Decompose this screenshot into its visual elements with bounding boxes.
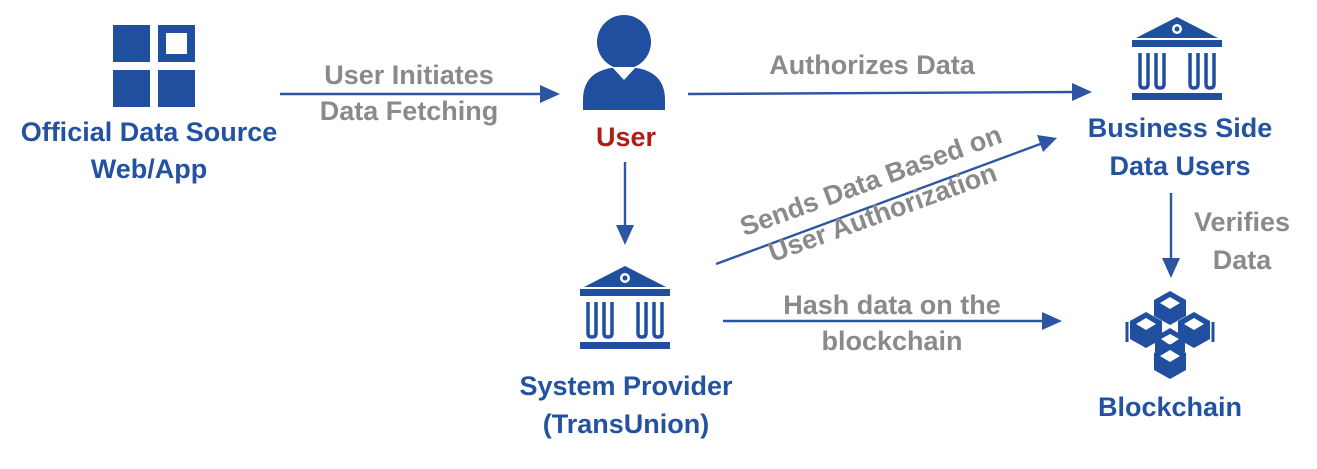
business-label-line1: Business Side <box>1088 113 1273 143</box>
initiates-label-line2: Data Fetching <box>320 96 499 126</box>
initiates-label-line1: User Initiates <box>324 60 494 90</box>
verifies-label-line1: Verifies <box>1194 207 1290 237</box>
user-label: User <box>596 122 657 152</box>
hash-arrowhead <box>1042 312 1062 330</box>
blockchain-cubes-icon <box>1125 291 1215 379</box>
user-person-icon <box>583 15 665 110</box>
verifies-arrowhead <box>1162 258 1180 278</box>
official-source-label-line2: Web/App <box>91 154 208 184</box>
hash-label-line1: Hash data on the <box>783 290 1001 320</box>
authorizes-label: Authorizes Data <box>769 50 976 80</box>
business-label-line2: Data Users <box>1109 151 1250 181</box>
initiates-arrowhead <box>540 85 560 103</box>
bank-building-icon <box>580 266 670 349</box>
official-source-label-line1: Official Data Source <box>21 117 278 147</box>
provider-label-line1: System Provider <box>519 371 733 401</box>
blockchain-label: Blockchain <box>1098 392 1242 422</box>
hash-label-line2: blockchain <box>821 326 962 356</box>
authorizes-arrowhead <box>1072 83 1092 101</box>
provider-label-line2: (TransUnion) <box>543 409 710 439</box>
grid-window-icon <box>113 25 195 107</box>
sends-arrow-line <box>715 141 1044 266</box>
verifies-label-line2: Data <box>1213 245 1273 275</box>
authorizes-arrow-line <box>687 90 1077 96</box>
bank-building-icon <box>1132 17 1222 100</box>
sends-arrowhead <box>1037 135 1057 152</box>
user-to-provider-arrowhead <box>616 225 634 245</box>
